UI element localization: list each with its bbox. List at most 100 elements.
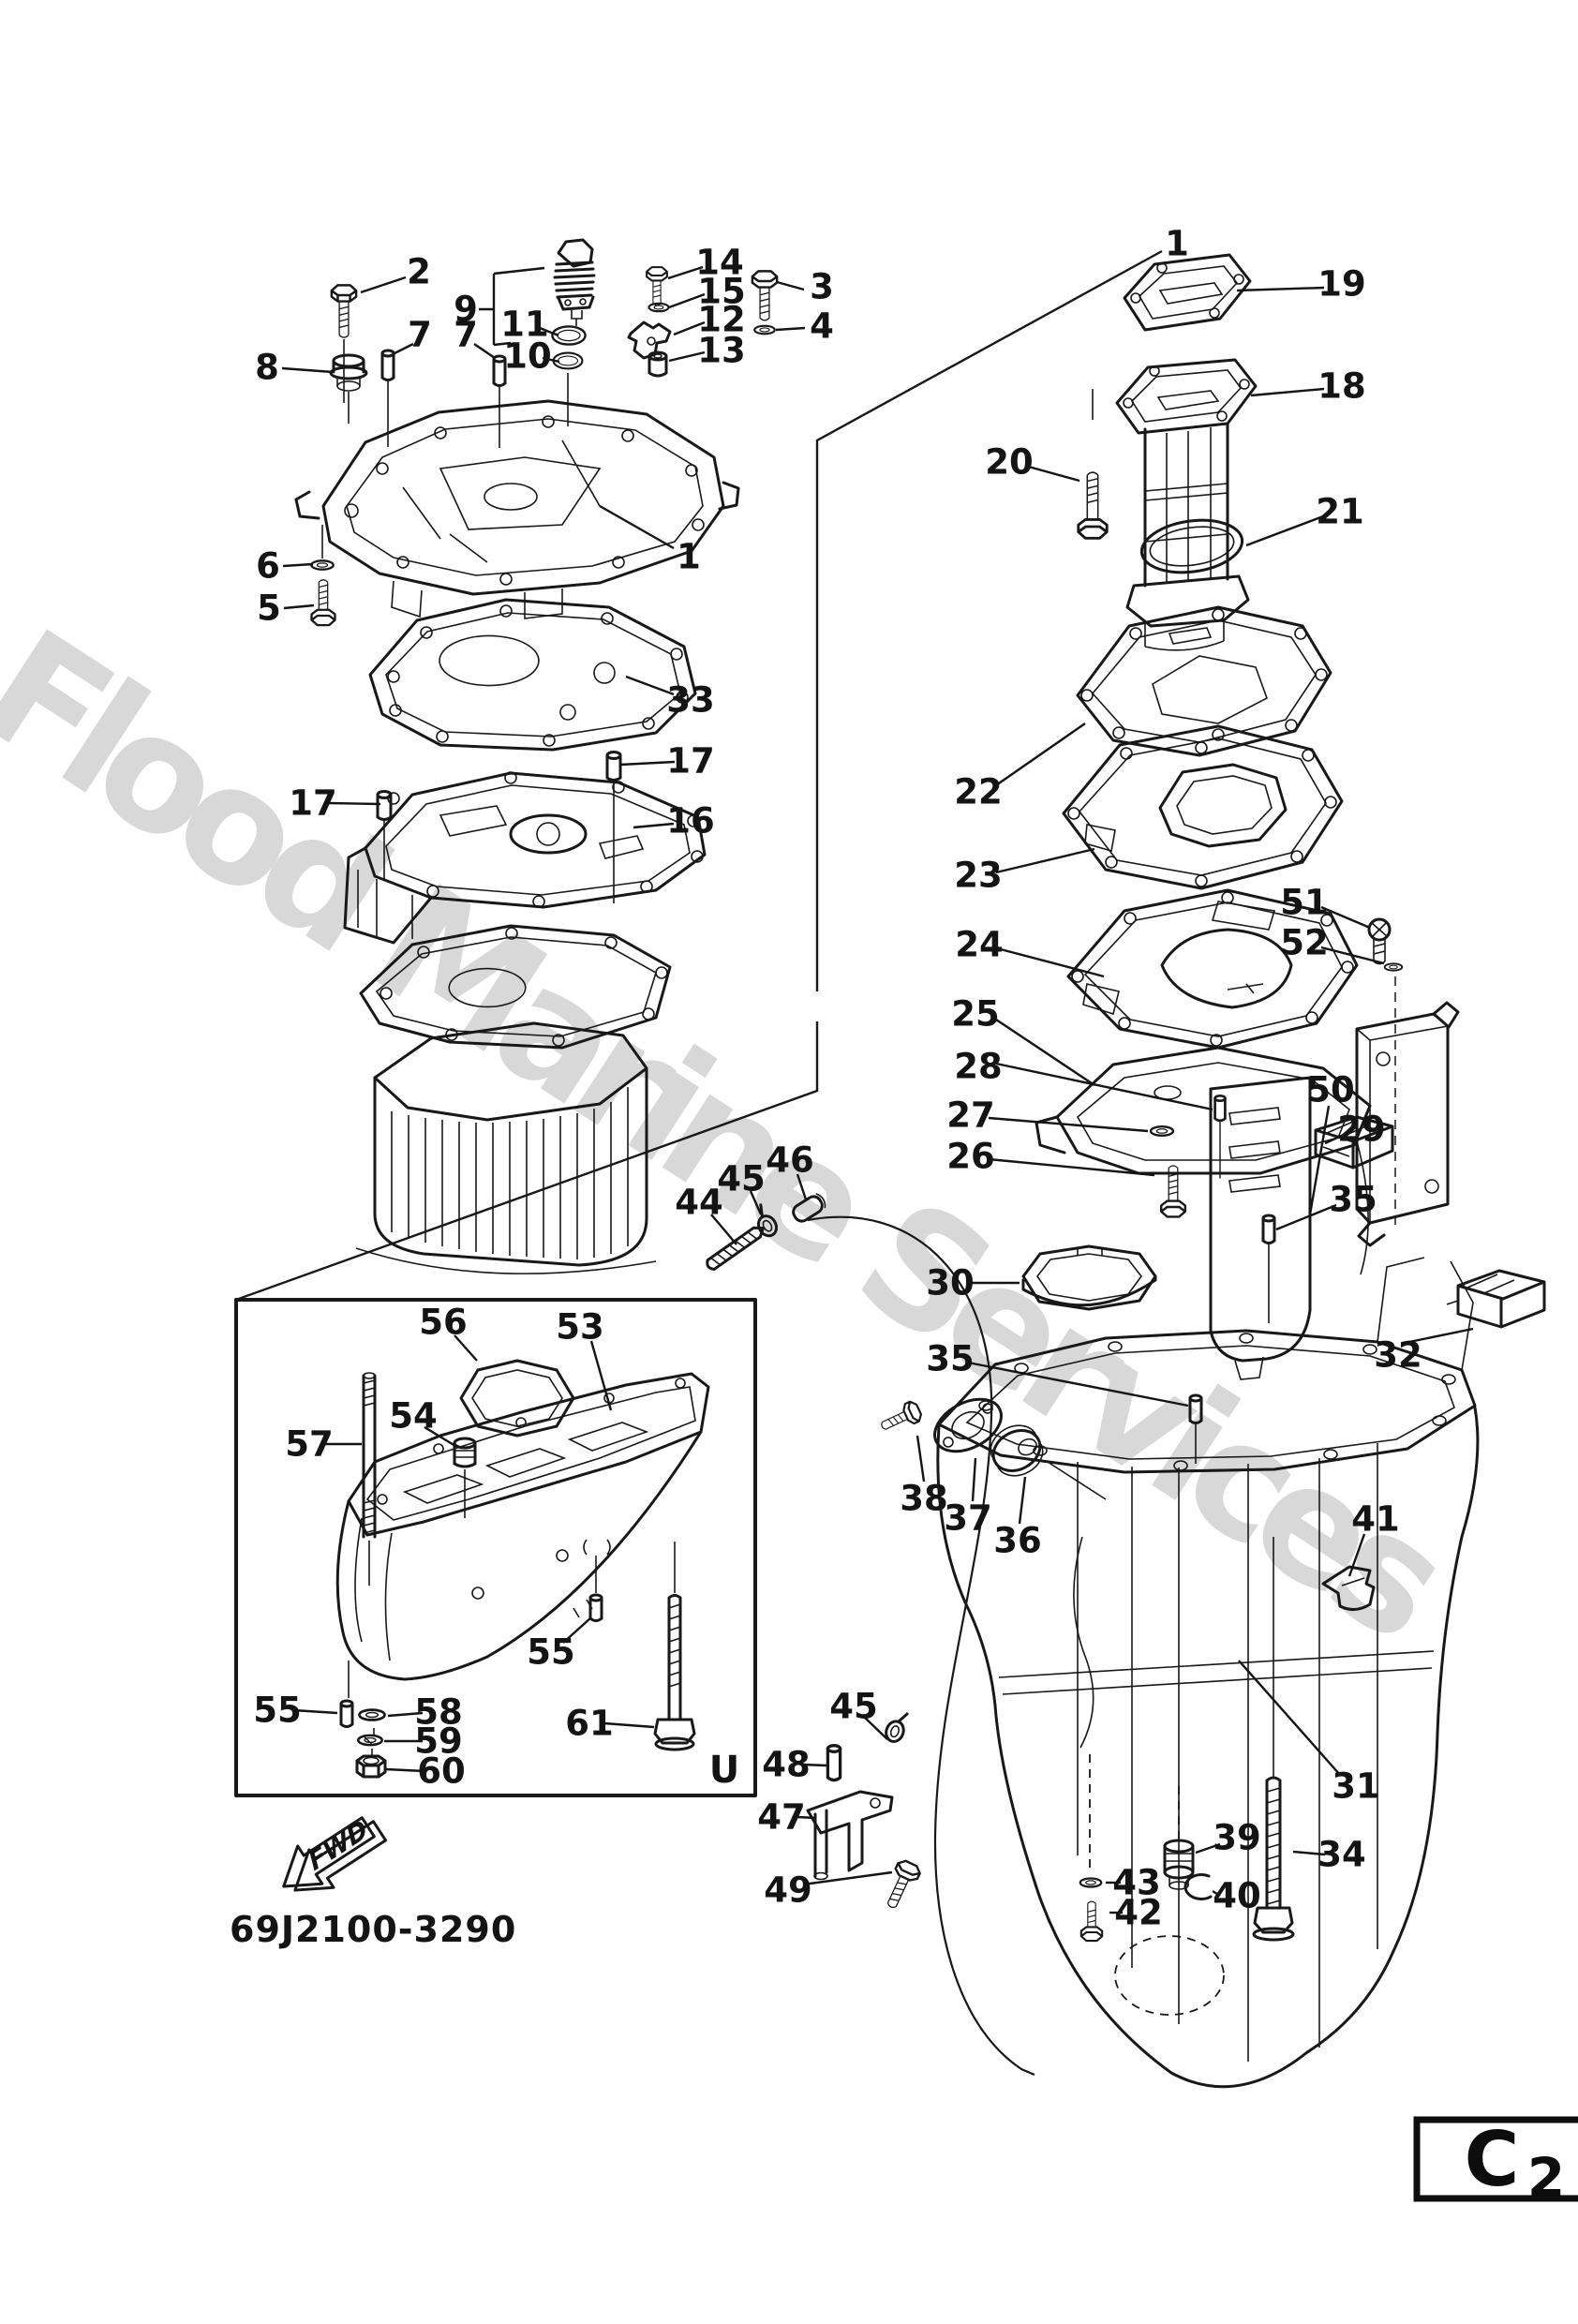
callout-leader-15 (668, 292, 706, 309)
callout-label-40: 40 (1213, 1876, 1261, 1916)
callout-label-45: 45 (717, 1159, 766, 1199)
callout-label-1: 1 (677, 537, 701, 577)
callout-label-46: 46 (766, 1140, 814, 1181)
callout-label-55: 55 (527, 1632, 575, 1673)
page-code-main: C (1465, 2116, 1520, 2203)
callout-label-30: 30 (926, 1263, 975, 1304)
callout-label-1: 1 (1165, 224, 1189, 264)
callout-leader-27 (988, 1116, 1149, 1133)
callout-label-2: 2 (407, 252, 431, 292)
callout-leader-41 (1347, 1533, 1366, 1577)
callout-label-4: 4 (810, 306, 834, 347)
callout-label-24: 24 (955, 925, 1004, 965)
trim-tab-41 (1321, 1565, 1376, 1611)
callout-label-33: 33 (666, 680, 715, 721)
callout-label-9: 9 (454, 290, 478, 330)
callout-leader-46 (796, 1173, 808, 1200)
bolt-3 (751, 270, 779, 321)
callout-label-28: 28 (954, 1047, 1003, 1087)
snap-ring-40 (1184, 1873, 1213, 1900)
bolt-14 (646, 266, 668, 306)
bolt-2 (330, 284, 358, 338)
callout-label-58: 58 (414, 1692, 463, 1733)
callout-label-60: 60 (417, 1751, 466, 1792)
section-boundary-line (235, 249, 1163, 1302)
drawing-code: 69J2100-3290 (230, 1909, 516, 1950)
plug-8 (329, 353, 368, 424)
screw-51 (1367, 917, 1392, 965)
bolt-38 (881, 1400, 922, 1430)
callout-label-35: 35 (1329, 1180, 1377, 1220)
inset-view-label: U (709, 1749, 739, 1792)
inset-box: U (234, 1298, 757, 1797)
callout-label-32: 32 (1374, 1335, 1422, 1376)
top-cover-fasteners (310, 238, 779, 627)
callout-label-26: 26 (946, 1137, 995, 1177)
speedo-hose (807, 1215, 1035, 2077)
callout-label-50: 50 (1306, 1070, 1355, 1110)
callout-label-55: 55 (253, 1691, 302, 1731)
bolt-5 (310, 579, 336, 627)
callout-leader-24 (996, 946, 1105, 978)
callout-leader-33 (625, 675, 675, 696)
part-gasket-23 (1062, 724, 1344, 890)
callout-label-43: 43 (1112, 1863, 1161, 1903)
callout-leader-8 (281, 366, 334, 374)
callout-leader-55 (562, 1616, 592, 1644)
stud-44 (706, 1226, 765, 1271)
callout-leader-60 (385, 1767, 425, 1773)
callout-leader-31 (1238, 1660, 1341, 1776)
callout-leader-58 (387, 1711, 424, 1718)
callout-label-21: 21 (1316, 492, 1364, 532)
callout-leader-37 (971, 1457, 977, 1502)
dowel-pin-7b (492, 354, 507, 448)
bolt-34 (1252, 1537, 1295, 1942)
callout-label-48: 48 (762, 1745, 811, 1785)
dowel-pin-28 (1213, 1094, 1227, 1179)
callout-label-23: 23 (954, 856, 1003, 896)
callout-label-14: 14 (695, 243, 744, 283)
anode-9 (553, 238, 596, 326)
washer-6 (310, 559, 335, 571)
callout-leader-56 (454, 1334, 478, 1362)
callout-leader-53 (589, 1340, 613, 1411)
callout-leader-7 (473, 343, 496, 359)
callout-label-8: 8 (255, 348, 279, 388)
gasket-19 (1123, 253, 1252, 332)
bolt-42 (1079, 1900, 1104, 1943)
callout-label-56: 56 (419, 1303, 468, 1343)
callout-leader-55 (292, 1708, 338, 1715)
dowel-pin-17l (376, 790, 393, 881)
part-lower-gasket-and-guide (355, 924, 672, 1274)
callout-leader-38 (916, 1435, 926, 1482)
bolt-26 (1159, 1165, 1187, 1218)
callout-label-34: 34 (1317, 1835, 1366, 1875)
callout-label-39: 39 (1213, 1818, 1261, 1858)
callout-leader-18 (1250, 387, 1325, 397)
callout-leader-49 (802, 1870, 893, 1886)
part-muffler-stack (1077, 253, 1258, 651)
callout-leader-36 (1018, 1476, 1027, 1525)
callout-label-16: 16 (666, 801, 715, 842)
callout-label-51: 51 (1280, 883, 1329, 923)
callout-label-7: 7 (454, 315, 478, 355)
callout-leader-32 (1408, 1327, 1474, 1344)
callout-label-45: 45 (829, 1687, 878, 1727)
callout-leader-13 (668, 350, 706, 363)
part-upper-case-31 (936, 1257, 1480, 2089)
callout-label-5: 5 (257, 588, 281, 629)
callout-leader-34 (1292, 1850, 1326, 1856)
part-mount-29 (1314, 1115, 1394, 1169)
part-top-cover-plate-1 (294, 399, 740, 619)
fwd-arrow: FWD (282, 1814, 388, 1892)
callout-leader-44 (710, 1214, 737, 1245)
callout-leader-47 (796, 1815, 816, 1820)
callout-label-27: 27 (946, 1095, 995, 1136)
callout-label-37: 37 (944, 1498, 992, 1539)
part-gasket-33 (368, 598, 697, 752)
callout-label-53: 53 (556, 1307, 604, 1348)
callout-label-12: 12 (697, 300, 746, 340)
dowel-pin-17r (605, 751, 622, 903)
callout-leader-14 (667, 265, 704, 280)
